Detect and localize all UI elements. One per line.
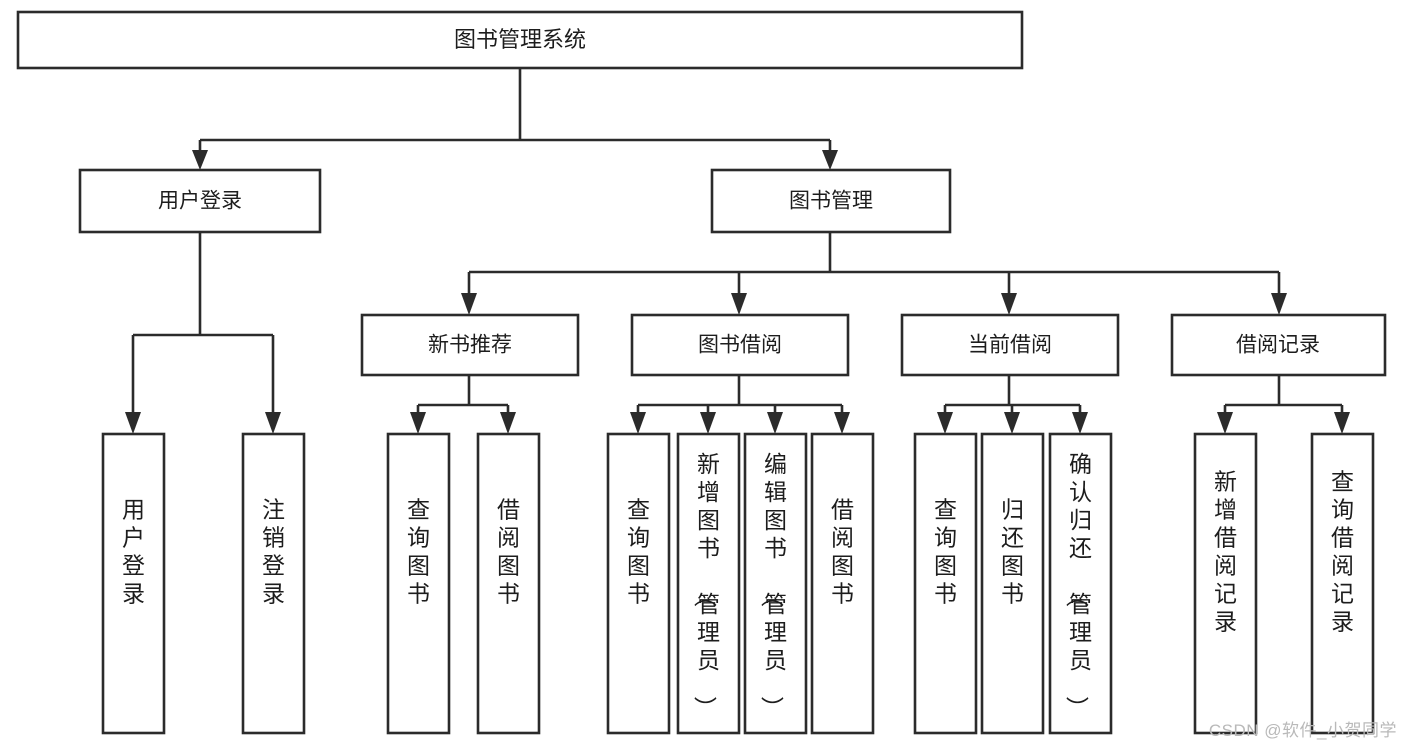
arrowhead-leaf-add-book [700,412,716,434]
csdn-watermark: CSDN @软件_小贺同学 [1208,721,1397,740]
node-book-borrow[interactable]: 图书借阅 [630,313,850,377]
leaf-node-box[interactable] [1310,432,1375,735]
arrowhead-leaf-logout-login [265,412,281,434]
leaf-node-label: 归还图书 [1001,497,1024,607]
leaf-node-box[interactable] [241,432,306,735]
leaf-node-label: 查询图书 [407,497,430,607]
arrowhead-borrow-records [1271,293,1287,315]
leaf-node[interactable]: 查询借阅记录 [1310,432,1375,735]
arrowhead-leaf-query-record [1334,412,1350,434]
leaf-node-label: 确认归还（管理员） [1064,451,1092,719]
arrowhead-leaf-query-book-bb [630,412,646,434]
leaf-node-box[interactable] [101,432,166,735]
leaf-node-box[interactable] [913,432,978,735]
node-current-borrow[interactable]: 当前借阅 [900,313,1120,377]
leaf-node[interactable]: 查询图书 [606,432,671,735]
node-borrow-records-label: 借阅记录 [1236,334,1320,357]
leaf-node-label: 用户登录 [122,497,145,607]
node-user-login-label: 用户登录 [158,190,242,213]
connector-layer [125,68,1350,434]
node-new-book-recommend[interactable]: 新书推荐 [360,313,580,377]
leaf-node-label: 查询图书 [627,497,650,607]
arrowhead-leaf-borrow-book-nb [500,412,516,434]
arrowhead-leaf-query-book-cb [937,412,953,434]
leaf-node-box[interactable] [476,432,541,735]
leaf-node-box[interactable] [1048,432,1113,735]
node-borrow-records-box[interactable] [1170,313,1387,377]
leaf-node-label: 查询借阅记录 [1331,469,1354,635]
leaf-node-layer: 用户登录 注销登录 查询图书 借阅图书 查询图书 新增图书（管理员） 编辑图书（管理员） 借阅… [101,432,1375,735]
node-user-login-box[interactable] [78,168,322,234]
leaf-node-box[interactable] [743,432,808,735]
leaf-node-box[interactable] [810,432,875,735]
arrowhead-book-borrow [731,293,747,315]
arrowhead-leaf-borrow-book-bb [834,412,850,434]
arrowhead-leaf-user-login [125,412,141,434]
leaf-node[interactable]: 编辑图书（管理员） [743,432,808,735]
node-current-borrow-label: 当前借阅 [968,334,1052,357]
leaf-node[interactable]: 新增图书（管理员） [676,432,741,735]
arrowhead-leaf-confirm-return [1072,412,1088,434]
node-root[interactable]: 图书管理系统 [16,10,1024,70]
node-new-book-recommend-box[interactable] [360,313,580,377]
leaf-node[interactable]: 新增借阅记录 [1193,432,1258,735]
leaf-node-box[interactable] [606,432,671,735]
leaf-node[interactable]: 借阅图书 [810,432,875,735]
node-book-management-label: 图书管理 [789,190,873,213]
arrowhead-current-borrow [1001,293,1017,315]
leaf-node[interactable]: 确认归还（管理员） [1048,432,1113,735]
leaf-node[interactable]: 注销登录 [241,432,306,735]
leaf-node-label: 查询图书 [934,497,957,607]
leaf-node-label: 新增借阅记录 [1214,469,1237,635]
leaf-node-label: 编辑图书（管理员） [759,451,787,719]
arrowhead-leaf-query-book-nb [410,412,426,434]
node-new-book-recommend-label: 新书推荐 [428,334,512,357]
leaf-node-box[interactable] [980,432,1045,735]
leaf-node[interactable]: 查询图书 [913,432,978,735]
node-current-borrow-box[interactable] [900,313,1120,377]
leaf-node-box[interactable] [386,432,451,735]
node-book-borrow-box[interactable] [630,313,850,377]
leaf-node[interactable]: 借阅图书 [476,432,541,735]
leaf-node-label: 借阅图书 [497,497,520,607]
arrowhead-user-login [192,150,208,170]
leaf-node-label: 新增图书（管理员） [692,451,720,719]
leaf-node-label: 借阅图书 [831,497,854,607]
arrowhead-leaf-add-record [1217,412,1233,434]
leaf-node-box[interactable] [1193,432,1258,735]
leaf-node[interactable]: 用户登录 [101,432,166,735]
leaf-node-label: 注销登录 [262,497,285,607]
node-book-borrow-label: 图书借阅 [698,334,782,357]
node-root-label: 图书管理系统 [454,27,586,52]
arrowhead-new-books [461,293,477,315]
node-borrow-records[interactable]: 借阅记录 [1170,313,1387,377]
leaf-node[interactable]: 查询图书 [386,432,451,735]
node-user-login[interactable]: 用户登录 [78,168,322,234]
node-root-box[interactable] [16,10,1024,70]
arrowhead-leaf-edit-book [767,412,783,434]
node-book-management[interactable]: 图书管理 [710,168,952,234]
arrowhead-book-mgmt [822,150,838,170]
leaf-node[interactable]: 归还图书 [980,432,1045,735]
arrowhead-leaf-return-book [1004,412,1020,434]
node-book-management-box[interactable] [710,168,952,234]
leaf-node-box[interactable] [676,432,741,735]
